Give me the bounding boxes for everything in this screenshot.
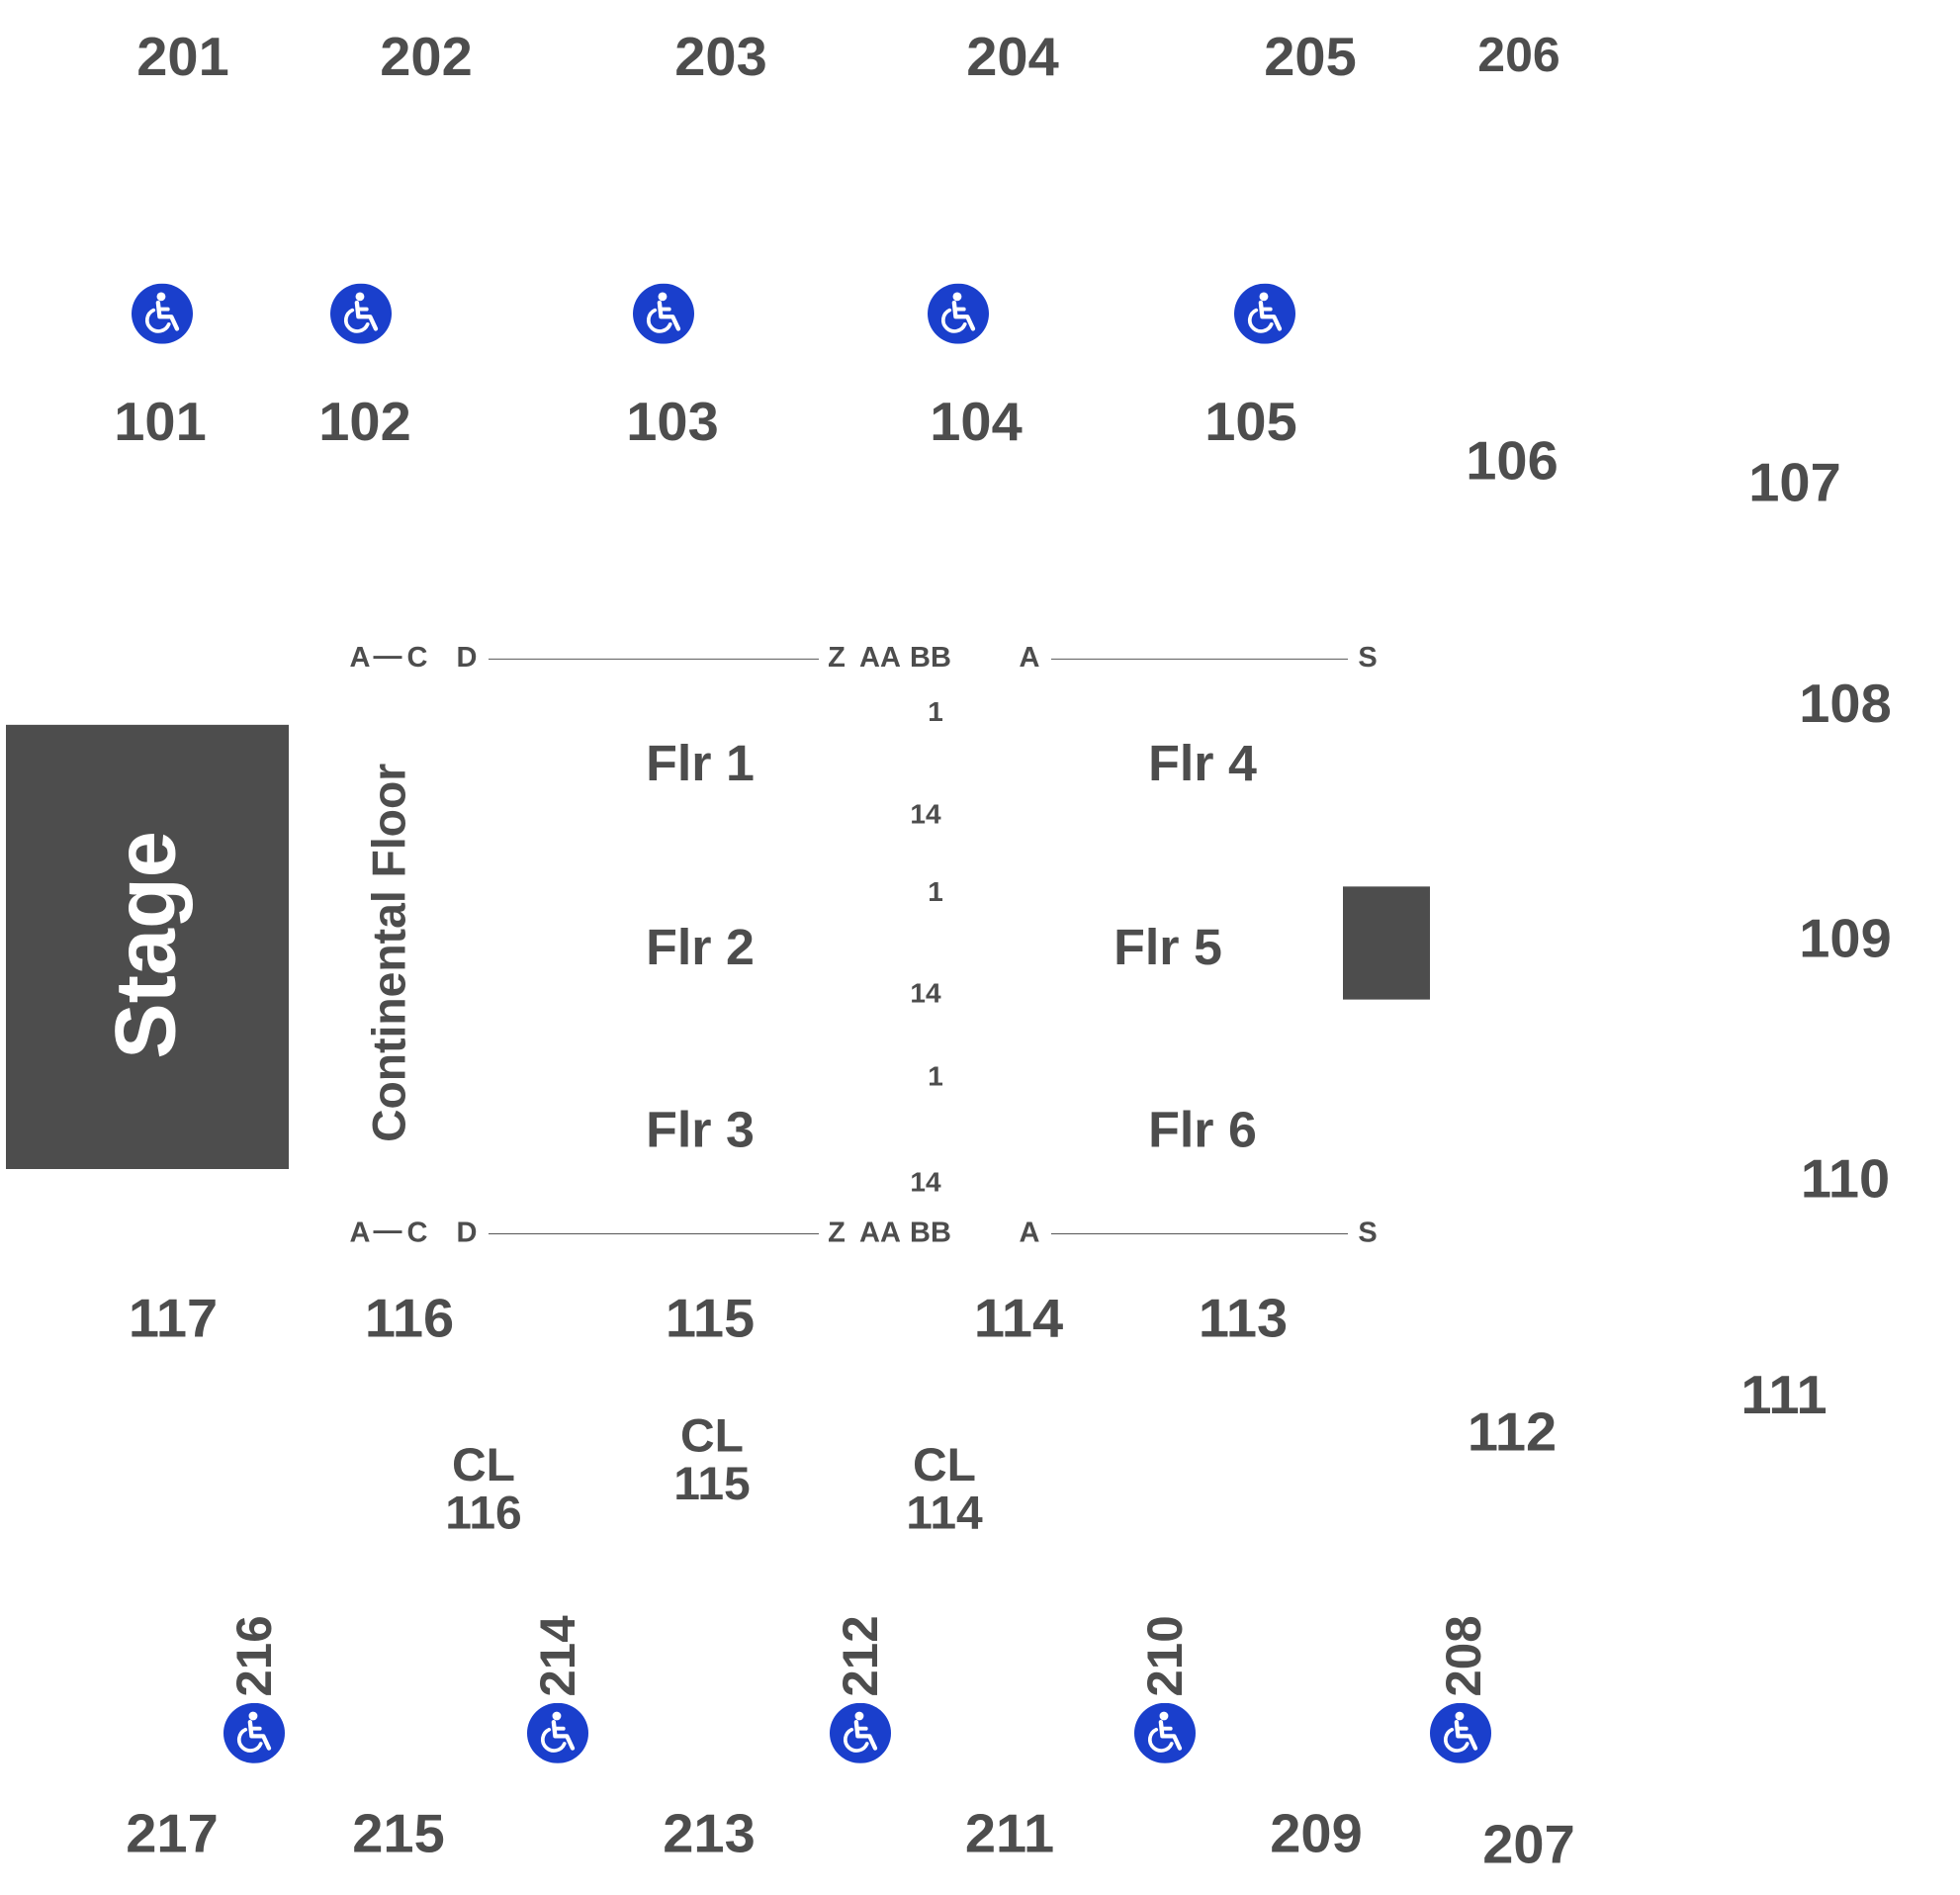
section-210[interactable]: 210 bbox=[1137, 1615, 1193, 1697]
section-215[interactable]: 215 bbox=[352, 1802, 445, 1864]
row-label-z: Z bbox=[828, 1217, 846, 1249]
section-102[interactable]: 102 bbox=[318, 390, 411, 453]
row-label-a: A bbox=[1019, 642, 1040, 675]
section-206[interactable]: 206 bbox=[1477, 27, 1560, 82]
row-label-c: C bbox=[406, 1217, 428, 1249]
section-108[interactable]: 108 bbox=[1799, 672, 1892, 734]
section-109[interactable]: 109 bbox=[1799, 907, 1892, 969]
section-211[interactable]: 211 bbox=[964, 1802, 1055, 1864]
wheelchair-accessible-icon bbox=[1430, 1703, 1491, 1763]
section-213[interactable]: 213 bbox=[663, 1802, 756, 1864]
row-label-bb: BB bbox=[910, 1217, 951, 1249]
seat-number: 1 bbox=[928, 1060, 943, 1092]
section-208[interactable]: 208 bbox=[1436, 1615, 1491, 1697]
section-104[interactable]: 104 bbox=[930, 390, 1023, 453]
section-113[interactable]: 113 bbox=[1198, 1287, 1289, 1349]
row-label-s: S bbox=[1358, 1217, 1378, 1249]
club-section-115[interactable]: CL 115 bbox=[673, 1410, 751, 1510]
club-prefix: CL bbox=[452, 1439, 515, 1492]
section-212[interactable]: 212 bbox=[833, 1615, 888, 1697]
club-number: 116 bbox=[445, 1488, 522, 1540]
club-section-116[interactable]: CL 116 bbox=[445, 1439, 522, 1540]
row-label-bb: BB bbox=[910, 642, 951, 675]
row-label-dash: — bbox=[373, 1215, 402, 1247]
section-204[interactable]: 204 bbox=[966, 25, 1059, 87]
row-label-a: A bbox=[1019, 1217, 1040, 1249]
row-label-d: D bbox=[456, 642, 478, 675]
section-101[interactable]: 101 bbox=[114, 390, 207, 453]
section-111[interactable]: 111 bbox=[1740, 1364, 1827, 1426]
floor-section-4[interactable]: Flr 4 bbox=[1148, 735, 1257, 792]
section-110[interactable]: 110 bbox=[1800, 1147, 1891, 1210]
seat-number: 1 bbox=[928, 876, 943, 908]
row-label-d: D bbox=[456, 1217, 478, 1249]
row-label-a: A bbox=[349, 1217, 371, 1249]
row-label-a: A bbox=[349, 642, 371, 675]
row-label-c: C bbox=[406, 642, 428, 675]
club-number: 115 bbox=[673, 1458, 751, 1510]
continental-floor-label: Continental Floor bbox=[362, 763, 415, 1142]
section-203[interactable]: 203 bbox=[674, 25, 767, 87]
club-number: 114 bbox=[906, 1488, 983, 1540]
club-section-114[interactable]: CL 114 bbox=[906, 1439, 983, 1540]
wheelchair-accessible-icon bbox=[1234, 284, 1295, 344]
section-201[interactable]: 201 bbox=[136, 25, 229, 87]
row-range-line bbox=[489, 658, 819, 660]
wheelchair-accessible-icon bbox=[928, 284, 989, 344]
seat-number: 14 bbox=[910, 1167, 941, 1198]
row-range-line bbox=[489, 1233, 819, 1234]
floor-section-5[interactable]: Flr 5 bbox=[1114, 919, 1222, 976]
floor-section-2[interactable]: Flr 2 bbox=[646, 919, 755, 976]
wheelchair-accessible-icon bbox=[223, 1703, 285, 1763]
wheelchair-accessible-icon bbox=[830, 1703, 891, 1763]
section-107[interactable]: 107 bbox=[1748, 451, 1841, 513]
section-106[interactable]: 106 bbox=[1466, 429, 1559, 492]
seat-number: 1 bbox=[928, 696, 943, 727]
row-label-aa: AA bbox=[859, 1217, 901, 1249]
stage-label: Stage bbox=[98, 831, 194, 1059]
section-103[interactable]: 103 bbox=[626, 390, 719, 453]
wheelchair-accessible-icon bbox=[527, 1703, 588, 1763]
wheelchair-accessible-icon bbox=[633, 284, 694, 344]
mix-position-block bbox=[1343, 886, 1430, 1000]
section-202[interactable]: 202 bbox=[380, 25, 473, 87]
section-205[interactable]: 205 bbox=[1264, 25, 1357, 87]
row-label-dash: — bbox=[373, 640, 402, 673]
seat-number: 14 bbox=[910, 977, 941, 1009]
section-112[interactable]: 112 bbox=[1467, 1400, 1558, 1463]
floor-section-1[interactable]: Flr 1 bbox=[646, 735, 755, 792]
section-116[interactable]: 116 bbox=[364, 1287, 455, 1349]
wheelchair-accessible-icon bbox=[132, 284, 193, 344]
floor-section-3[interactable]: Flr 3 bbox=[646, 1102, 755, 1159]
section-115[interactable]: 115 bbox=[665, 1287, 756, 1349]
row-range-line bbox=[1051, 658, 1348, 660]
section-209[interactable]: 209 bbox=[1270, 1802, 1363, 1864]
row-label-aa: AA bbox=[859, 642, 901, 675]
wheelchair-accessible-icon bbox=[1134, 1703, 1196, 1763]
row-range-line bbox=[1051, 1233, 1348, 1234]
section-217[interactable]: 217 bbox=[126, 1802, 219, 1864]
section-216[interactable]: 216 bbox=[226, 1615, 282, 1697]
section-214[interactable]: 214 bbox=[530, 1615, 585, 1697]
floor-section-6[interactable]: Flr 6 bbox=[1148, 1102, 1257, 1159]
seat-number: 14 bbox=[910, 798, 941, 830]
row-label-z: Z bbox=[828, 642, 846, 675]
row-label-s: S bbox=[1358, 642, 1378, 675]
section-105[interactable]: 105 bbox=[1204, 390, 1297, 453]
section-207[interactable]: 207 bbox=[1482, 1813, 1575, 1875]
club-prefix: CL bbox=[680, 1410, 744, 1463]
section-114[interactable]: 114 bbox=[973, 1287, 1064, 1349]
stage[interactable] bbox=[6, 724, 289, 1169]
wheelchair-accessible-icon bbox=[330, 284, 392, 344]
club-prefix: CL bbox=[913, 1439, 976, 1492]
section-117[interactable]: 117 bbox=[128, 1287, 219, 1349]
